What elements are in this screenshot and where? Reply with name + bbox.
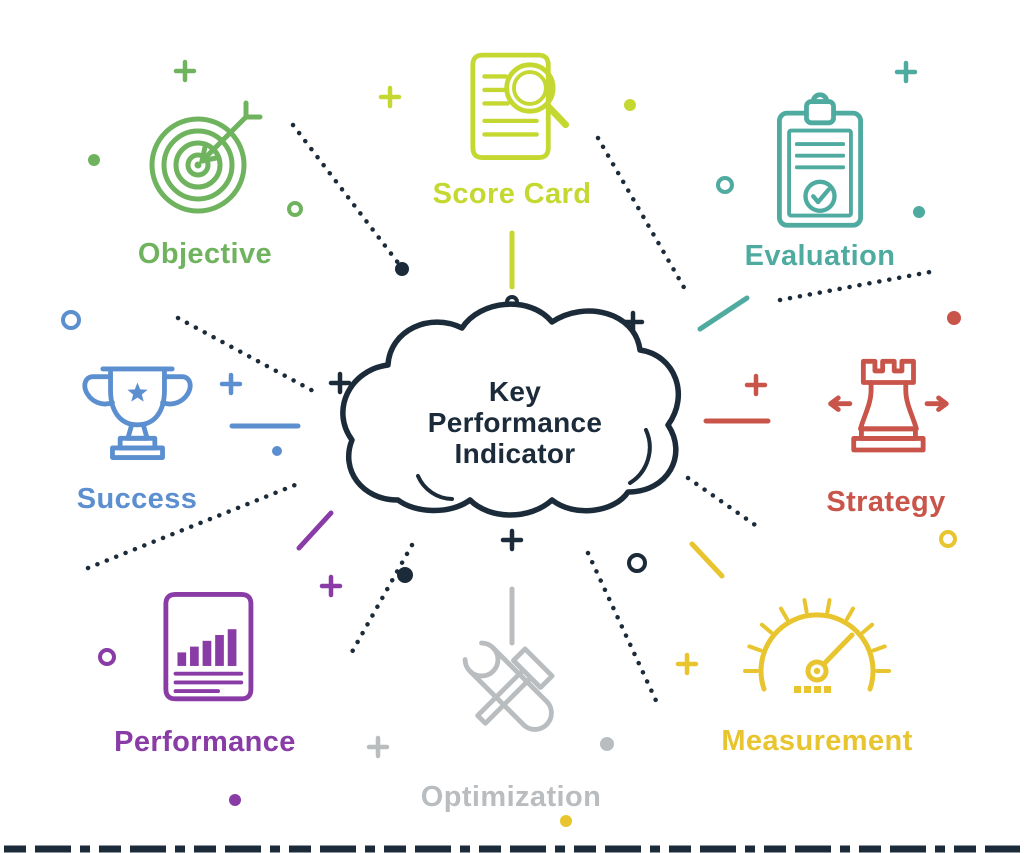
- gauge-icon: [743, 598, 891, 693]
- dotted-rays: [85, 122, 933, 708]
- node-performance: Performance: [65, 575, 345, 760]
- chart-bars: [176, 629, 236, 666]
- node-strategy: Strategy: [746, 342, 1024, 520]
- node-measurement: Measurement: [677, 587, 957, 759]
- cloud-title: Key Performance Indicator: [355, 376, 675, 469]
- crossed-tools-icon: [462, 640, 555, 732]
- trophy-icon: [81, 366, 193, 460]
- node-objective: Objective: [65, 95, 345, 272]
- optimization-label: Optimization: [420, 781, 602, 813]
- success-label: Success: [76, 483, 198, 515]
- filled-dots: [88, 99, 961, 827]
- cloud-title-line3: Indicator: [454, 438, 576, 469]
- cloud-title-line1: Key: [488, 376, 542, 407]
- node-evaluation: Evaluation: [680, 88, 960, 274]
- node-success: Success: [0, 342, 277, 517]
- score-card-label: Score Card: [432, 178, 592, 210]
- measurement-label: Measurement: [721, 725, 913, 757]
- objective-label: Objective: [137, 238, 273, 270]
- target-icon: [149, 100, 263, 214]
- node-score-card: Score Card: [372, 30, 652, 212]
- performance-label: Performance: [114, 726, 296, 758]
- evaluation-label: Evaluation: [744, 240, 896, 272]
- chess-rook-icon: [827, 358, 949, 453]
- scroll-magnifier-icon: [469, 52, 569, 161]
- strategy-label: Strategy: [826, 486, 946, 518]
- bar-chart-scroll-icon: [162, 592, 253, 702]
- plus-marks: [173, 59, 918, 759]
- cloud-title-line2: Performance: [427, 407, 603, 438]
- node-optimization: Optimization: [371, 617, 651, 815]
- cloud-shape: [340, 301, 681, 518]
- ring-dots: [61, 176, 957, 666]
- clipboard-check-icon: [776, 92, 864, 228]
- accent-lines: [229, 230, 771, 646]
